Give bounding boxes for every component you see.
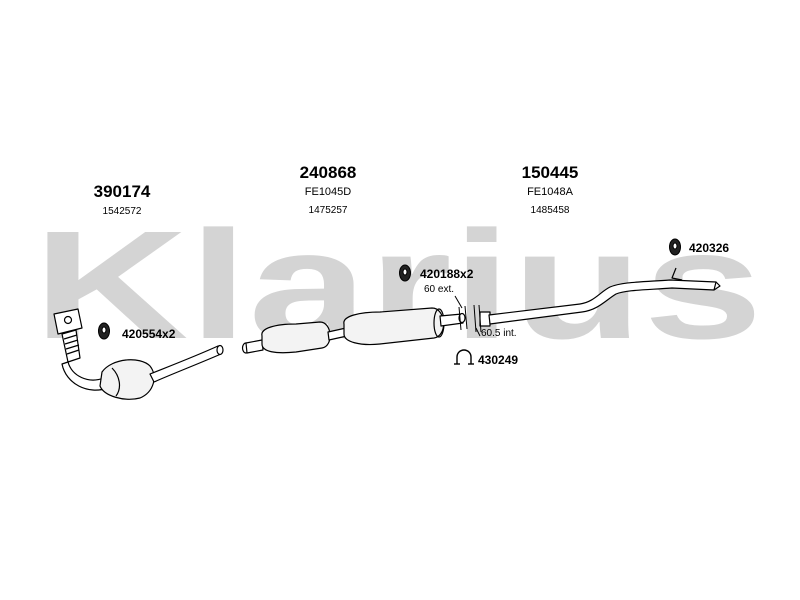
catalyst-seam (111, 367, 121, 397)
ref-number-rear-pipe: FE1048A (527, 186, 573, 198)
pipe-end (216, 344, 224, 356)
flange-bolt-hole (63, 315, 73, 325)
middle-silencer (343, 307, 445, 346)
rear-pipe-inlet-collar (479, 311, 491, 327)
leader-line (475, 327, 481, 337)
joint-line (458, 306, 462, 331)
middle-silencer-section (241, 307, 466, 354)
accessory-label: 420326 (689, 241, 730, 255)
joint-note-external: 60 ext. (424, 284, 455, 295)
clamp-icon (454, 349, 474, 365)
rear-pipe-section (479, 267, 721, 327)
catalytic-converter-section (53, 308, 224, 400)
catalyst-body (99, 359, 155, 400)
inlet-pipe (245, 339, 264, 354)
hanger-bracket (671, 267, 683, 281)
tail-pipe-end (713, 281, 721, 291)
rubber-mount-icon (98, 322, 110, 340)
oe-number-rear-pipe: 1485458 (530, 205, 570, 216)
joint-line (464, 305, 468, 330)
oe-number-middle-silencer: 1475257 (308, 205, 348, 216)
joint-line (473, 304, 477, 333)
ref-number-middle-silencer: FE1045D (304, 186, 352, 198)
part-number-middle-silencer: 240868 (299, 163, 357, 182)
oe-number-catalyst: 1542572 (102, 206, 142, 217)
joint-markers (454, 295, 482, 337)
flex-pipe-rings (63, 334, 80, 355)
joint-note-internal: 60.5 int. (481, 328, 517, 339)
part-number-rear-pipe: 150445 (521, 163, 579, 182)
outlet-pipe (439, 313, 464, 327)
accessory-label: 420554x2 (122, 327, 176, 341)
joint-line (478, 304, 482, 333)
accessory-label: 430249 (478, 353, 519, 367)
rubber-mount-icon (399, 264, 411, 282)
rubber-mount-icon (669, 238, 681, 256)
front-silencer (261, 321, 331, 354)
accessory-label: 420188x2 (420, 267, 474, 281)
part-number-catalyst: 390174 (93, 182, 151, 201)
leader-line (454, 295, 463, 309)
